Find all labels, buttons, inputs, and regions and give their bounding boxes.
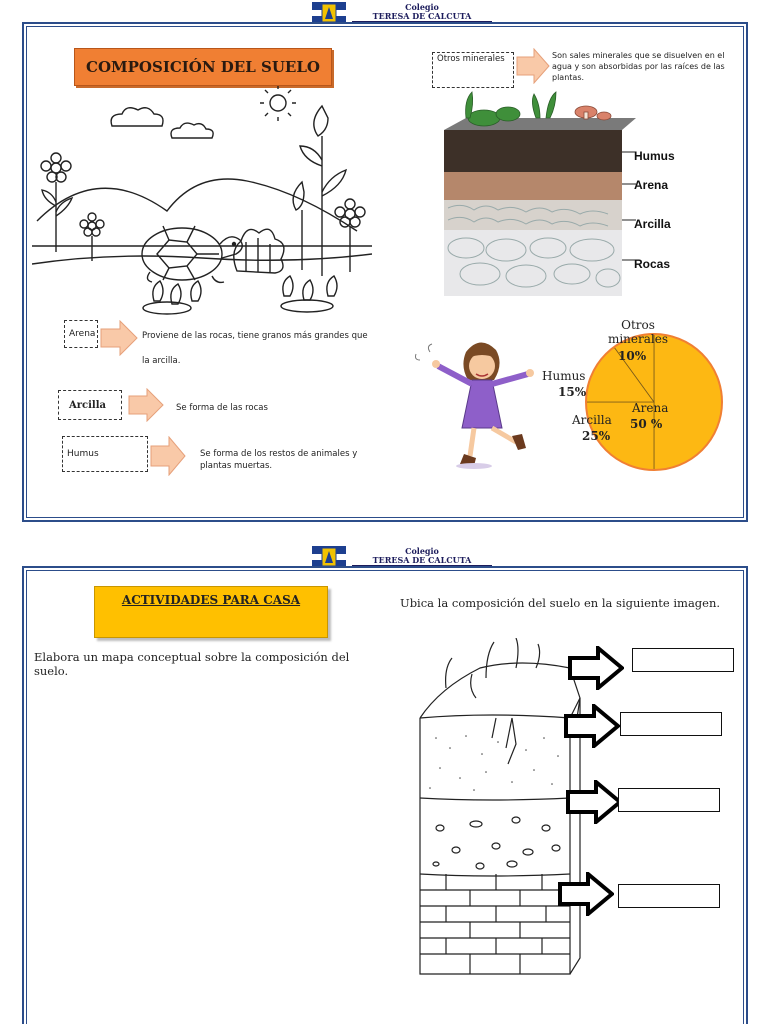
pie-label-arena: Arena [632,401,669,415]
right-arrow-icon [100,320,138,356]
answer-box-4[interactable] [618,884,720,908]
right-arrow-icon [128,388,164,422]
arcilla-description: Se forma de las rocas [176,403,268,413]
answer-box-1[interactable] [632,648,734,672]
arena-description: Proviene de las rocas, tiene granos más … [142,331,368,366]
answer-arrow-icon [568,646,624,690]
soil-composition-pie-chart [585,333,723,471]
activity-title: ACTIVIDADES PARA CASA [94,586,328,638]
term-otros-minerales: Otros minerales [432,52,514,88]
pie-outline [585,333,723,471]
soil-layers-diagram [444,91,636,296]
pie-label-arcilla: Arcilla [572,413,612,427]
girl-illustration [415,342,534,469]
pie-value-arcilla: 25% [582,429,611,443]
layer-label-rocas: Rocas [634,257,671,271]
pie-value-humus: 15% [558,385,587,399]
soil-block-drawing [419,638,581,975]
pie-value-otros-minerales: 10% [618,349,647,363]
term-arena: Arena [64,320,98,348]
term-humus: Humus [62,436,148,472]
landscape-illustration [32,86,372,315]
worksheet-page-1: COMPOSICIÓN DEL SUELO [22,22,748,522]
answer-arrow-icon [566,780,622,824]
school-flag-logo [312,546,346,568]
instruction-concept-map: Elabora un mapa conceptual sobre la comp… [34,650,350,678]
worksheet-page-2: ACTIVIDADES PARA CASA Elabora un mapa co… [22,566,748,1024]
layer-label-arena: Arena [634,178,669,192]
answer-arrow-icon [564,704,620,748]
term-arcilla: Arcilla [58,390,122,420]
page-title: COMPOSICIÓN DEL SUELO [74,48,332,86]
pie-label-humus: Humus [542,369,586,383]
right-arrow-icon [516,48,550,84]
instruction-locate-layers: Ubica la composición del suelo en la sig… [400,596,721,610]
pie-value-arena: 50 % [630,417,663,431]
otros-minerales-description: Son sales minerales que se disuelven en … [552,51,725,82]
layer-label-humus: Humus [634,149,675,163]
answer-box-3[interactable] [618,788,720,812]
answer-box-2[interactable] [620,712,722,736]
right-arrow-icon [150,436,186,476]
answer-arrow-icon [558,872,614,916]
pie-label-otros-minerales-text: Otros minerales [607,318,669,346]
humus-description: Se forma de los restos de animales y pla… [200,449,358,471]
pie-label-otros-minerales: Otros minerales [606,318,670,346]
school-name: Colegio TERESA DE CALCUTA [372,546,472,565]
layer-label-arcilla: Arcilla [634,217,671,231]
school-flag-logo [312,2,346,24]
school-name: Colegio TERESA DE CALCUTA [372,2,472,21]
